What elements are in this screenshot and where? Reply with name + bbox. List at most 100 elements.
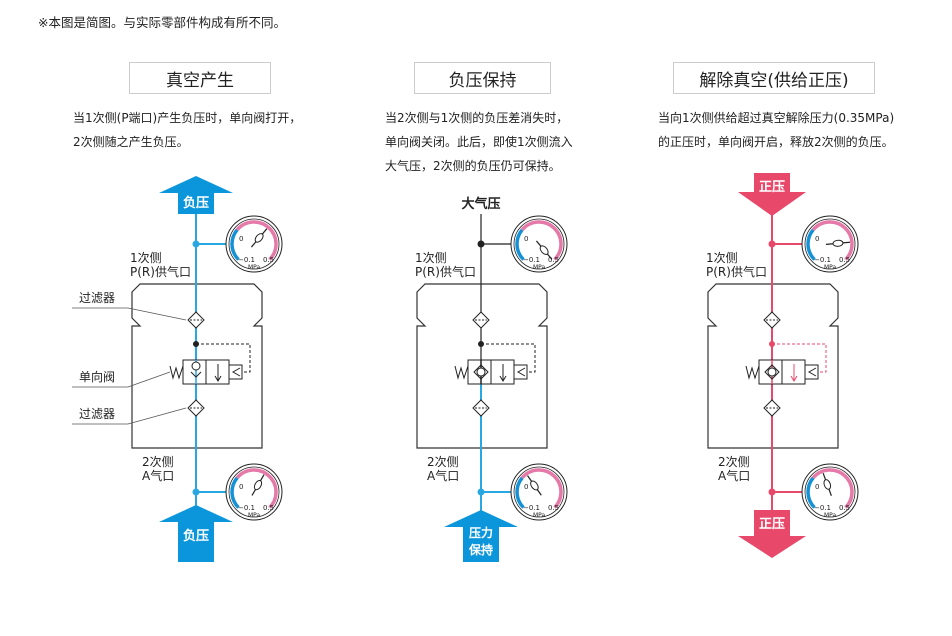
callout-label: 过滤器 — [79, 291, 115, 305]
gauge-vacuum-arc — [515, 476, 525, 509]
junction-dot — [192, 488, 200, 496]
gauge-zero-label: 0 — [239, 483, 243, 491]
callout-leader — [72, 371, 171, 388]
gauge-needle-hub — [539, 245, 549, 255]
label-secondary-port: A气口 — [718, 468, 750, 483]
gauge-unit-label: MPa — [533, 512, 546, 519]
filter-diamond — [763, 399, 781, 417]
atmosphere-label: 大气压 — [461, 196, 500, 212]
gauge-min-label: −0.1 — [238, 504, 255, 512]
gauge-needle-hub — [832, 239, 844, 247]
junction-dot — [768, 240, 776, 248]
filter-symbol — [187, 399, 205, 417]
vacuum-arrow-bottom — [159, 505, 233, 562]
pilot-line — [772, 343, 827, 373]
filter-symbol — [187, 311, 205, 329]
spring-icon — [169, 365, 184, 380]
gauge-zero-label: 0 — [524, 483, 528, 491]
gauge-face — [513, 218, 565, 270]
gauge-pressure-arc — [520, 468, 563, 509]
pilot-line — [481, 343, 536, 373]
filter-symbol — [763, 311, 781, 329]
pilot-actuator — [513, 364, 528, 380]
junction-dot — [477, 488, 485, 496]
check-ball — [767, 367, 777, 377]
gauge-needle-hub — [253, 479, 263, 491]
label-primary-port: P(R)供气口 — [415, 264, 476, 279]
callout-label: 过滤器 — [79, 407, 115, 421]
callout-leader — [72, 407, 187, 425]
junction-dot — [192, 240, 200, 248]
panel-title-hold: 负压保持 — [414, 62, 551, 94]
callout-label: 单向阀 — [79, 369, 115, 384]
callout-leader — [72, 307, 187, 321]
gauge-unit-label: MPa — [248, 264, 261, 271]
gauge-zero-label: 0 — [239, 235, 243, 243]
gauge-vacuum-arc — [230, 476, 240, 509]
gauge-min-label: −0.1 — [814, 504, 831, 512]
junction-dot — [768, 488, 776, 496]
gauge-unit-label: MPa — [824, 512, 837, 519]
gauge-min-label: −0.1 — [523, 256, 540, 264]
pilot-actuator — [804, 364, 819, 380]
filter-diamond — [763, 311, 781, 329]
gauge-max-label: 0.5 — [263, 504, 274, 512]
gauge-needle-hub — [530, 480, 539, 491]
filter-diamond — [472, 399, 490, 417]
hold-arrow — [444, 510, 518, 562]
panel-title-release: 解除真空(供给正压) — [673, 62, 875, 94]
gauge-min-label: −0.1 — [523, 504, 540, 512]
secondary-gauge: 0 −0.1 0.5MPa — [225, 463, 283, 521]
label-secondary-side: 2次侧 — [142, 455, 174, 469]
panel-desc-release: 当向1次侧供给超过真空解除压力(0.35MPa) 的正压时，单向阀开启，释放2次… — [658, 111, 895, 149]
positive-arrow-top — [738, 173, 806, 216]
secondary-gauge: 0 −0.1 0.5MPa — [801, 463, 859, 521]
label-secondary-port: A气口 — [142, 468, 174, 483]
gauge-vacuum-arc — [515, 228, 525, 261]
check-seat — [190, 371, 202, 378]
gauge-min-label: −0.1 — [238, 256, 255, 264]
label-primary-port: P(R)供气口 — [706, 264, 767, 279]
valve-body — [707, 283, 839, 449]
label-primary-port: P(R)供气口 — [130, 264, 191, 279]
gauge-face — [228, 466, 280, 518]
arrow-label-bottom: 正压 — [759, 517, 785, 532]
gauge-max-label: 0.5 — [839, 504, 850, 512]
gauge-pressure-arc — [811, 220, 854, 261]
check-ball — [191, 361, 201, 371]
gauge-pressure-arc — [811, 468, 854, 509]
label-primary-side: 1次侧 — [706, 251, 738, 265]
label-secondary-side: 2次侧 — [718, 455, 750, 469]
gauge-pressure-arc — [520, 220, 563, 261]
filter-diamond — [187, 399, 205, 417]
spring-icon — [745, 365, 760, 380]
flow-arrow-icon — [499, 364, 507, 382]
gauge-face — [513, 466, 565, 518]
pilot-actuator — [228, 364, 243, 380]
gauge-unit-label: MPa — [248, 512, 261, 519]
gauge-max-label: 0.5 — [548, 256, 559, 264]
arrow-label-top: 正压 — [759, 180, 785, 195]
note: ※本图是简图。与实际零部件构成有所不同。 — [38, 15, 286, 30]
spring-icon — [454, 365, 469, 380]
gauge-pressure-arc — [235, 468, 278, 509]
gauge-face — [228, 218, 280, 270]
panel-desc-vacuum: 当1次侧(P端口)产生负压时，单向阀打开， 2次侧随之产生负压。 — [73, 111, 302, 149]
panel-desc-hold: 当2次侧与1次侧的负压差消失时， 单向阀关闭。此后，即使1次侧流入 大气压，2次… — [385, 111, 573, 173]
gauge-max-label: 0.5 — [839, 256, 850, 264]
gauge-unit-label: MPa — [533, 264, 546, 271]
check-seat — [473, 364, 489, 380]
gauge-needle-hub — [823, 479, 832, 490]
flow-arrow-icon — [790, 364, 798, 382]
gauge-zero-label: 0 — [524, 235, 528, 243]
gauge-face — [804, 218, 856, 270]
filter-diamond — [187, 311, 205, 329]
filter-symbol — [472, 311, 490, 329]
gauge-zero-label: 0 — [815, 483, 819, 491]
arrow-label-top: 负压 — [183, 195, 209, 211]
